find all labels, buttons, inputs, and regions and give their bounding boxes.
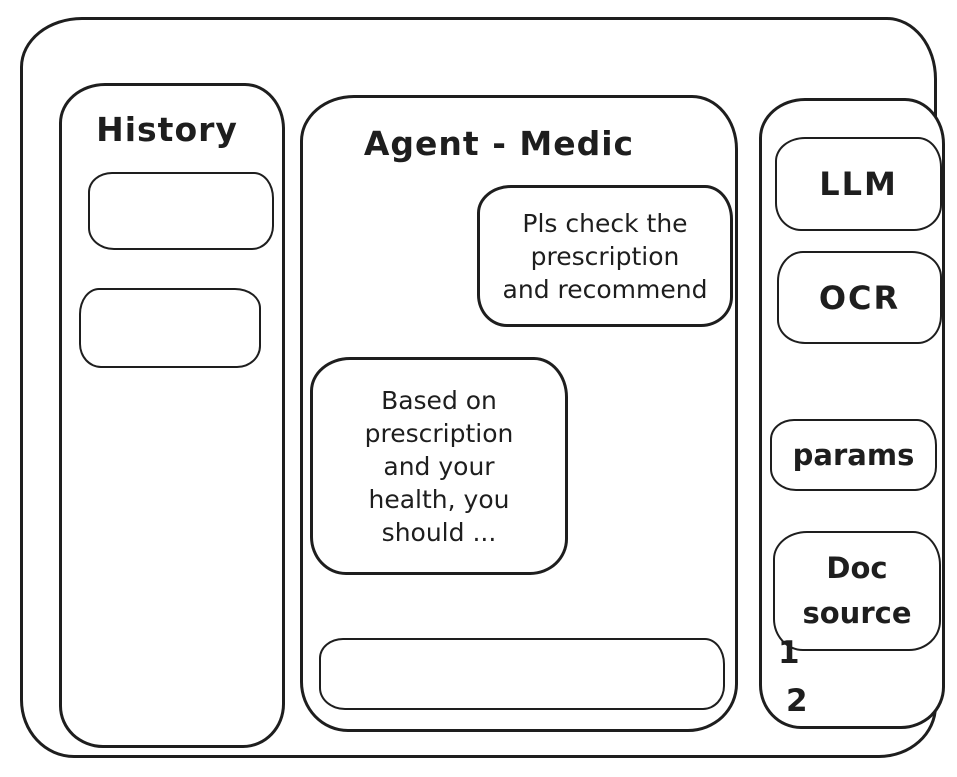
chat-panel: Agent - Medic Pls check the prescription…: [300, 95, 738, 732]
doc-source-item-2[interactable]: 2: [786, 683, 808, 719]
llm-button[interactable]: LLM: [775, 137, 942, 231]
history-panel: History: [59, 83, 285, 748]
ocr-button[interactable]: OCR: [777, 251, 942, 344]
params-button[interactable]: params: [770, 419, 937, 491]
tools-panel: LLM OCR params Doc source 1 2: [759, 98, 945, 729]
message-input[interactable]: [319, 638, 725, 710]
user-message-bubble: Pls check the prescription and recommend: [477, 185, 733, 327]
history-item[interactable]: [88, 172, 274, 250]
doc-source-button[interactable]: Doc source: [773, 531, 941, 651]
history-item[interactable]: [79, 288, 261, 368]
doc-source-item-1[interactable]: 1: [778, 635, 800, 671]
app-frame: History Agent - Medic Pls check the pres…: [20, 17, 945, 758]
chat-title: Agent - Medic: [363, 124, 635, 163]
history-title: History: [96, 110, 238, 149]
assistant-message-bubble: Based on prescription and your health, y…: [310, 357, 568, 575]
